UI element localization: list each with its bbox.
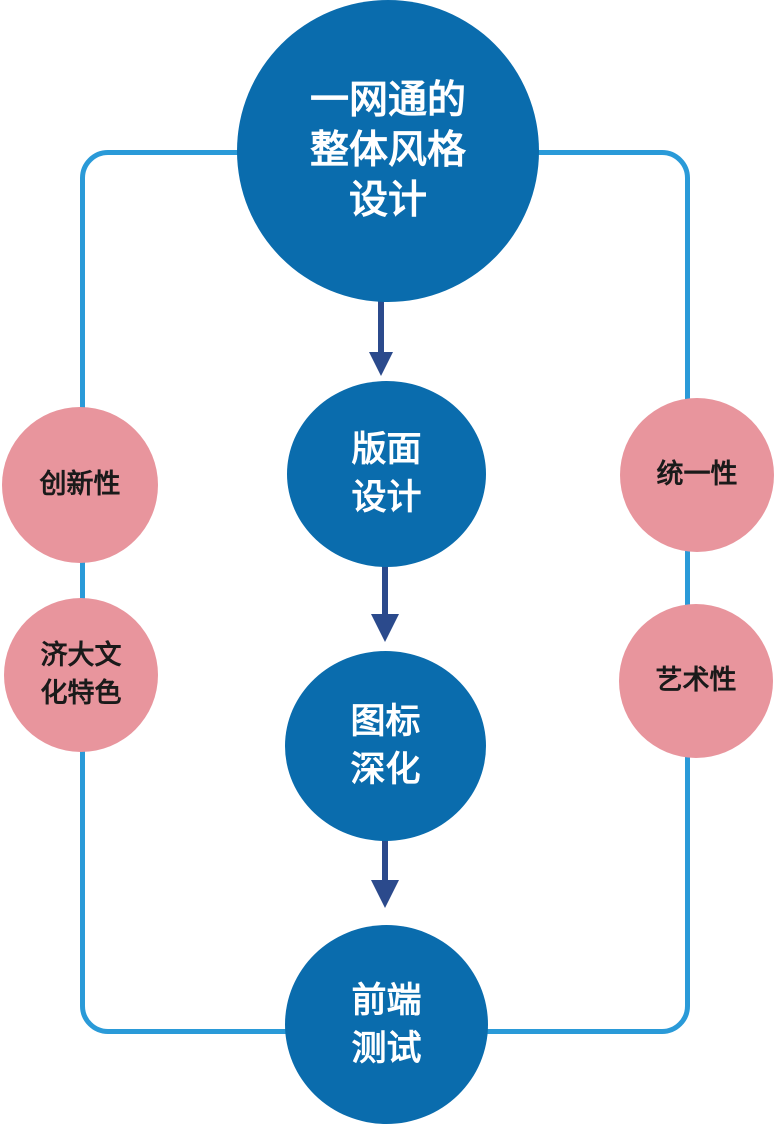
left-node-culture: 济大文 化特色 bbox=[4, 598, 158, 752]
step-node-label: 图标 深化 bbox=[350, 702, 421, 790]
step-node-layout-design: 版面 设计 bbox=[287, 381, 486, 567]
main-node: 一网通的 整体风格 设计 bbox=[237, 0, 539, 302]
right-node-artistry: 艺术性 bbox=[619, 604, 773, 758]
flow-arrow-1 bbox=[369, 300, 393, 376]
left-node-label: 创新性 bbox=[39, 469, 121, 500]
right-node-label: 统一性 bbox=[656, 459, 738, 490]
left-node-innovation: 创新性 bbox=[2, 407, 158, 563]
left-node-label: 济大文 化特色 bbox=[40, 640, 122, 709]
step-node-label: 版面 设计 bbox=[351, 430, 422, 518]
main-node-label: 一网通的 整体风格 设计 bbox=[309, 78, 466, 223]
step-node-icon-refinement: 图标 深化 bbox=[285, 651, 486, 841]
right-node-label: 艺术性 bbox=[655, 665, 737, 696]
step-node-frontend-testing: 前端 测试 bbox=[285, 925, 488, 1124]
step-node-label: 前端 测试 bbox=[351, 980, 422, 1069]
right-node-unity: 统一性 bbox=[620, 398, 774, 552]
flow-arrow-2 bbox=[371, 566, 399, 642]
flow-arrow-3 bbox=[371, 840, 399, 908]
